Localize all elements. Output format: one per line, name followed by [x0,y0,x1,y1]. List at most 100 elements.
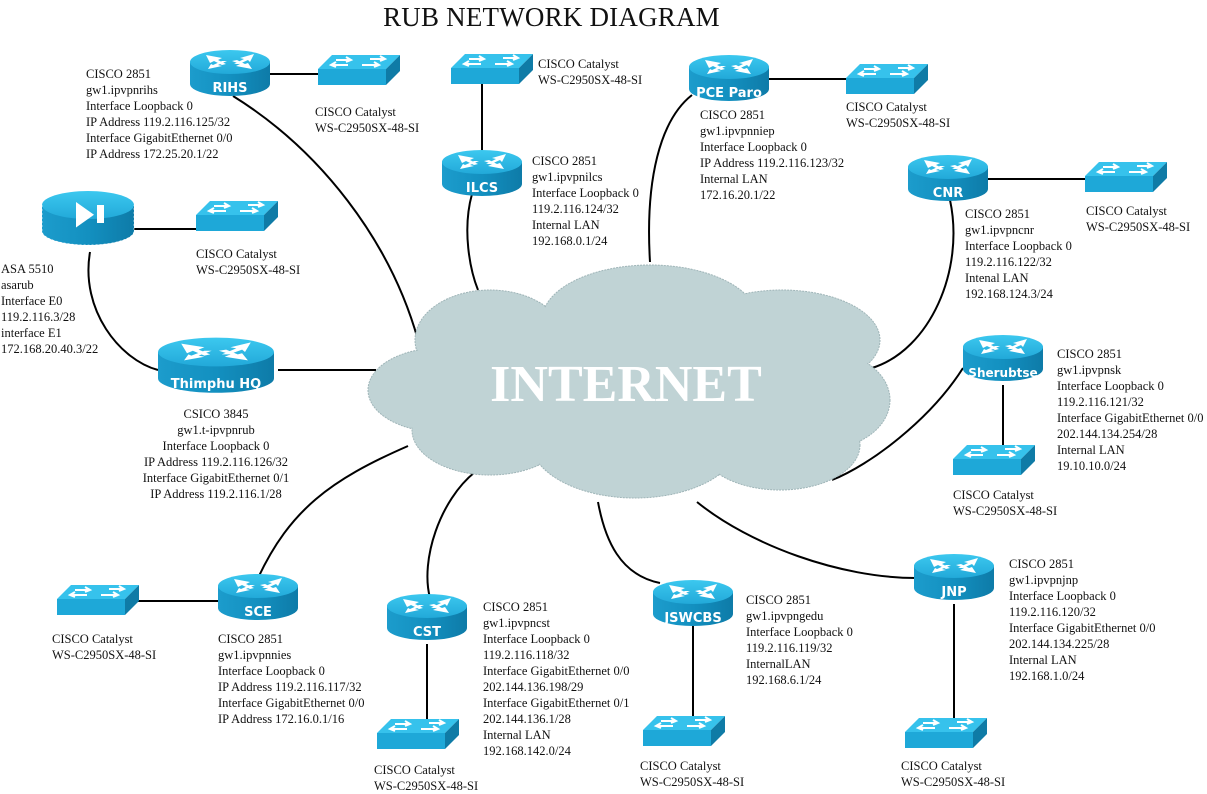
router-cst[interactable]: CST [387,594,467,640]
switch-icon [195,200,279,232]
info-line: CISCO 2851 [1009,557,1074,571]
router-sherubtse[interactable]: Sherubtse [963,335,1043,381]
switch-sherubtse[interactable] [952,444,1036,476]
router-rihs[interactable]: RIHS [190,50,270,96]
info-line: gw1.ipvpnnies [218,648,292,662]
info-line: CISCO 2851 [532,154,597,168]
info-line: Interface Loopback 0 [532,186,639,200]
switch-model: CISCO Catalyst [52,632,133,646]
link-sce-cloud [257,445,409,579]
switch-part-number: WS-C2950SX-48-SI [374,779,479,793]
info-line: IP Address 119.2.116.117/32 [218,680,362,694]
switch-icon [56,584,140,616]
switch-icon [450,53,534,85]
firewall-asa[interactable] [41,191,135,246]
info-line: 119.2.116.118/32 [483,648,570,662]
info-line: Interface Loopback 0 [1009,589,1116,603]
info-line: IP Address 119.2.116.1/28 [150,487,282,501]
info-line: IP Address 119.2.116.125/32 [86,115,231,129]
info-line: 202.144.134.225/28 [1009,637,1110,651]
info-line: gw1.t-ipvpnrub [177,423,255,437]
info-line: CISCO 2851 [86,67,151,81]
switch-sce[interactable] [56,584,140,616]
switch-part-number: WS-C2950SX-48-SI [196,263,301,277]
link-asa-thimphu [87,251,159,371]
switch-asa[interactable] [195,200,279,232]
link-pce-cloud [648,94,693,263]
switch-pce-paro[interactable] [845,63,929,95]
info-line: CISCO 2851 [1057,347,1122,361]
switch-cnr[interactable] [1084,161,1168,193]
info-line: Internal LAN [700,172,768,186]
router-pce-paro[interactable]: PCE Paro [689,55,769,101]
switch-icon [952,444,1036,476]
router-label: PCE Paro [696,86,762,101]
info-line: gw1.ipvpnilcs [532,170,603,184]
info-line: Interface GigabitEthernet 0/1 [142,471,290,485]
switch-icon [317,54,401,86]
link-rihs-cloud [232,95,419,341]
switch-jswcbs[interactable] [642,715,726,747]
switch-icon [904,717,988,749]
info-line: Interface GigabitEthernet 0/1 [483,696,630,710]
router-label: JSWCBS [663,611,721,626]
info-line: 119.2.116.121/32 [1057,395,1144,409]
router-thimphu-hq[interactable]: Thimphu HQ [158,337,274,393]
router-sce[interactable]: SCE [218,574,298,620]
switch-part-number: WS-C2950SX-48-SI [538,73,643,87]
info-line: 119.2.116.124/32 [532,202,619,216]
switch-jnp[interactable] [904,717,988,749]
switch-part-number: WS-C2950SX-48-SI [846,116,951,130]
info-line: CISCO 2851 [746,593,811,607]
info-line: 192.168.124.3/24 [965,287,1053,301]
info-line: Interface Loopback 0 [218,664,325,678]
info-line: CISCO 2851 [483,600,548,614]
switch-part-number: WS-C2950SX-48-SI [640,775,745,789]
link-ilcs-cloud [466,193,479,291]
router-cnr[interactable]: CNR [908,155,988,201]
switch-cst[interactable] [376,718,460,750]
switch-ilcs[interactable] [450,53,534,85]
info-line: CISCO 2851 [218,632,283,646]
info-line: gw1.ipvpnrihs [86,83,158,97]
router-label: ILCS [466,181,498,196]
links [87,73,1085,725]
info-line: gw1.ipvpngedu [746,609,824,623]
info-line: 202.144.136.198/29 [483,680,584,694]
switch-icon [1084,161,1168,193]
info-line: Interface GigabitEthernet 0/0 [483,664,630,678]
router-ilcs[interactable]: ILCS [442,150,522,196]
info-line: CISCO 2851 [700,108,765,122]
link-cnr-cloud [871,199,955,369]
switch-rihs[interactable] [317,54,401,86]
router-jswcbs[interactable]: JSWCBS [653,580,733,626]
info-line: Interface Loopback 0 [483,632,590,646]
switch-model: CISCO Catalyst [315,105,396,119]
link-jswcbs-cloud [597,501,661,584]
info-line: gw1.ipvpnjnp [1009,573,1079,587]
switch-icon [642,715,726,747]
info-line: InternalLAN [746,657,811,671]
switch-part-number: WS-C2950SX-48-SI [1086,220,1191,234]
internet-cloud: INTERNET [367,264,891,499]
router-label: Thimphu HQ [171,377,261,392]
info-line: Intenal LAN [965,271,1029,285]
info-line: Internal LAN [1057,443,1125,457]
info-line: 119.2.116.120/32 [1009,605,1096,619]
switch-part-number: WS-C2950SX-48-SI [901,775,1006,789]
info-line: Internal LAN [532,218,600,232]
link-sherubtse-cloud [831,367,964,481]
info-line: 192.168.1.0/24 [1009,669,1085,683]
switch-model: CISCO Catalyst [374,763,455,777]
router-jnp[interactable]: JNP [914,554,994,600]
info-line: Interface Loopback 0 [86,99,193,113]
